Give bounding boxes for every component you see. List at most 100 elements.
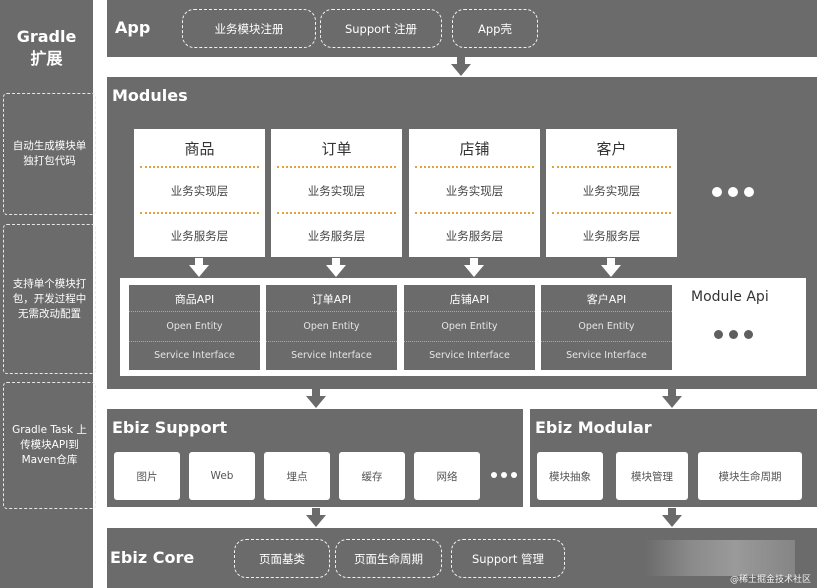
module-card-customer: 客户 业务实现层 业务服务层 [546, 129, 677, 257]
modular-item-lifecycle-label: 模块生命周期 [718, 470, 782, 483]
module-card-separator [140, 212, 259, 214]
api-card-service-interface: Service Interface [154, 350, 235, 361]
api-card-goods: 商品API Open Entity Service Interface [129, 285, 260, 370]
module-card-title: 订单 [321, 140, 352, 158]
module-card-separator [552, 212, 671, 214]
support-item-tracking: 埋点 [264, 452, 330, 500]
api-card-separator [404, 311, 535, 312]
modular-item-lifecycle: 模块生命周期 [698, 452, 802, 500]
ebiz-core-title: Ebiz Core [110, 548, 195, 567]
module-card-service-layer: 业务服务层 [582, 229, 641, 243]
module-card-title: 商品 [184, 140, 215, 158]
modules-more-ellipsis [712, 187, 754, 197]
module-card-title: 客户 [596, 140, 627, 158]
watermark-text: @稀土掘金技术社区 [729, 575, 811, 585]
app-item-support-register: Support 注册 [320, 9, 442, 48]
api-card-open-entity: Open Entity [166, 321, 223, 332]
support-item-network-label: 网络 [436, 470, 458, 483]
api-card-service-interface: Service Interface [566, 350, 647, 361]
api-card-separator [266, 311, 397, 312]
module-card-service-layer: 业务服务层 [170, 229, 229, 243]
core-item-support-manage: Support 管理 [451, 539, 565, 578]
app-item-module-register: 业务模块注册 [182, 9, 316, 48]
modules-title: Modules [112, 86, 188, 105]
module-card-separator [277, 212, 396, 214]
support-item-tracking-label: 埋点 [286, 470, 308, 483]
support-item-cache-label: 缓存 [361, 470, 383, 483]
support-item-web: Web [189, 452, 255, 500]
api-card-separator [541, 311, 672, 312]
support-item-image: 图片 [114, 452, 180, 500]
module-card-order: 订单 业务实现层 业务服务层 [271, 129, 402, 257]
core-item-base-page: 页面基类 [234, 539, 330, 578]
ellipsis-dot [491, 472, 497, 478]
app-item-module-register-label: 业务模块注册 [214, 21, 284, 36]
core-item-support-manage-label: Support 管理 [471, 551, 545, 566]
modular-item-abstraction: 模块抽象 [537, 452, 603, 500]
app-item-app-shell: App壳 [452, 9, 538, 48]
module-card-separator [140, 166, 259, 168]
module-card-separator [552, 166, 671, 168]
api-card-separator [266, 341, 397, 342]
module-api-title: Module Api [691, 289, 769, 305]
sidebar-box-upload-api: Gradle Task 上传模块API到Maven仓库 [3, 382, 96, 509]
modular-item-management-label: 模块管理 [631, 470, 673, 483]
api-card-separator [129, 341, 260, 342]
sidebar-box-single-build-text: 支持单个模块打包，开发过程中无需改动配置 [12, 277, 87, 320]
core-item-page-lifecycle-label: 页面生命周期 [354, 551, 423, 566]
api-card-separator [404, 341, 535, 342]
module-card-separator [415, 166, 534, 168]
app-title: App [115, 18, 151, 37]
arrow-shaft [312, 508, 320, 516]
app-layer: App 业务模块注册 Support 注册 App壳 [107, 0, 817, 57]
down-arrow-icon [306, 396, 326, 408]
module-card-impl-layer: 业务实现层 [582, 184, 641, 198]
app-item-support-register-label: Support 注册 [344, 21, 418, 36]
api-card-customer: 客户API Open Entity Service Interface [541, 285, 672, 370]
ellipsis-dot [511, 472, 517, 478]
sidebar-box-single-build: 支持单个模块打包，开发过程中无需改动配置 [3, 224, 96, 374]
sidebar-title: Gradle 扩展 [0, 26, 93, 70]
module-card-separator [415, 212, 534, 214]
ellipsis-dot [744, 330, 753, 339]
module-api-more-ellipsis [714, 330, 753, 339]
ellipsis-dot [729, 330, 738, 339]
api-card-open-entity: Open Entity [441, 321, 498, 332]
down-arrow-icon [662, 396, 682, 408]
ebiz-support-title: Ebiz Support [112, 418, 228, 437]
support-item-cache: 缓存 [339, 452, 405, 500]
api-card-order: 订单API Open Entity Service Interface [266, 285, 397, 370]
ellipsis-dot [744, 187, 754, 197]
module-card-impl-layer: 业务实现层 [445, 184, 504, 198]
arrow-shaft [312, 389, 320, 397]
api-card-title: 店铺API [449, 293, 490, 306]
modular-item-abstraction-label: 模块抽象 [549, 470, 591, 483]
api-card-open-entity: Open Entity [578, 321, 635, 332]
arrow-shaft [668, 508, 676, 516]
module-card-goods: 商品 业务实现层 业务服务层 [134, 129, 265, 257]
api-card-separator [129, 311, 260, 312]
api-card-title: 订单API [311, 293, 352, 306]
api-card-open-entity: Open Entity [303, 321, 360, 332]
support-item-network: 网络 [414, 452, 480, 500]
gradle-sidebar: Gradle 扩展 自动生成模块单独打包代码 支持单个模块打包，开发过程中无需改… [0, 0, 96, 588]
modular-item-management: 模块管理 [616, 452, 688, 500]
support-item-web-label: Web [210, 470, 234, 482]
sidebar-title-line1: Gradle [16, 27, 77, 46]
module-card-impl-layer: 业务实现层 [170, 184, 229, 198]
sidebar-box-autogen: 自动生成模块单独打包代码 [3, 93, 96, 215]
api-card-title: 商品API [174, 293, 215, 306]
support-item-image-label: 图片 [136, 470, 158, 483]
ebiz-modular-layer: Ebiz Modular 模块抽象 模块管理 模块生命周期 [530, 409, 817, 507]
watermark-blur [645, 540, 795, 576]
module-card-title: 店铺 [459, 140, 490, 158]
arrow-shaft [457, 57, 465, 65]
down-arrow-icon [306, 515, 326, 527]
module-card-shop: 店铺 业务实现层 业务服务层 [409, 129, 540, 257]
api-card-shop: 店铺API Open Entity Service Interface [404, 285, 535, 370]
arrow-shaft [668, 389, 676, 397]
module-card-separator [277, 166, 396, 168]
sidebar-box-upload-api-text: Gradle Task 上传模块API到Maven仓库 [12, 424, 87, 466]
module-card-impl-layer: 业务实现层 [307, 184, 366, 198]
ellipsis-dot [712, 187, 722, 197]
